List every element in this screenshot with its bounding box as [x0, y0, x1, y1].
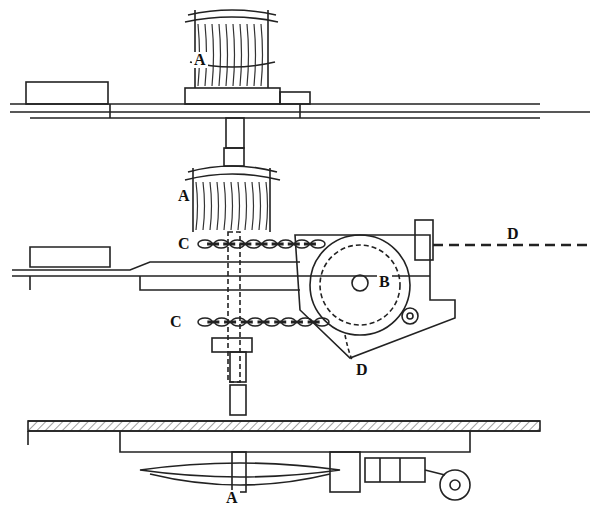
part-letter: C [176, 236, 192, 252]
part-letter: A [176, 188, 192, 204]
top-view [10, 10, 590, 148]
middle-view [12, 148, 590, 382]
bottom-view [28, 385, 540, 500]
part-letter: C [168, 314, 184, 330]
part-letter: A [192, 52, 208, 68]
part-letter: D [505, 226, 521, 242]
part-letter: A [224, 490, 240, 506]
part-letter: D [354, 362, 370, 378]
part-letter: B [377, 274, 392, 290]
